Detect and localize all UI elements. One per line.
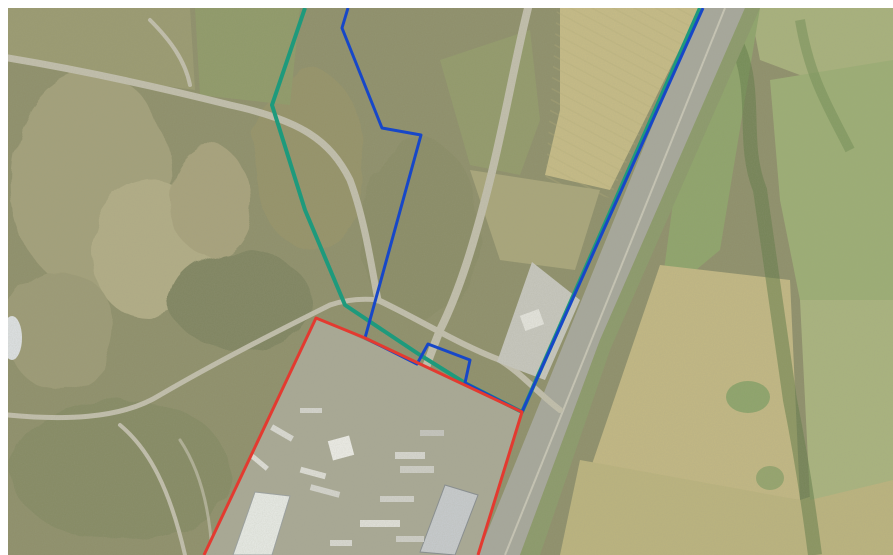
aerial-map[interactable]: [8, 8, 893, 555]
imagery-grain: [8, 8, 893, 555]
red-boundary: [202, 316, 524, 555]
map-canvas: [8, 8, 893, 555]
